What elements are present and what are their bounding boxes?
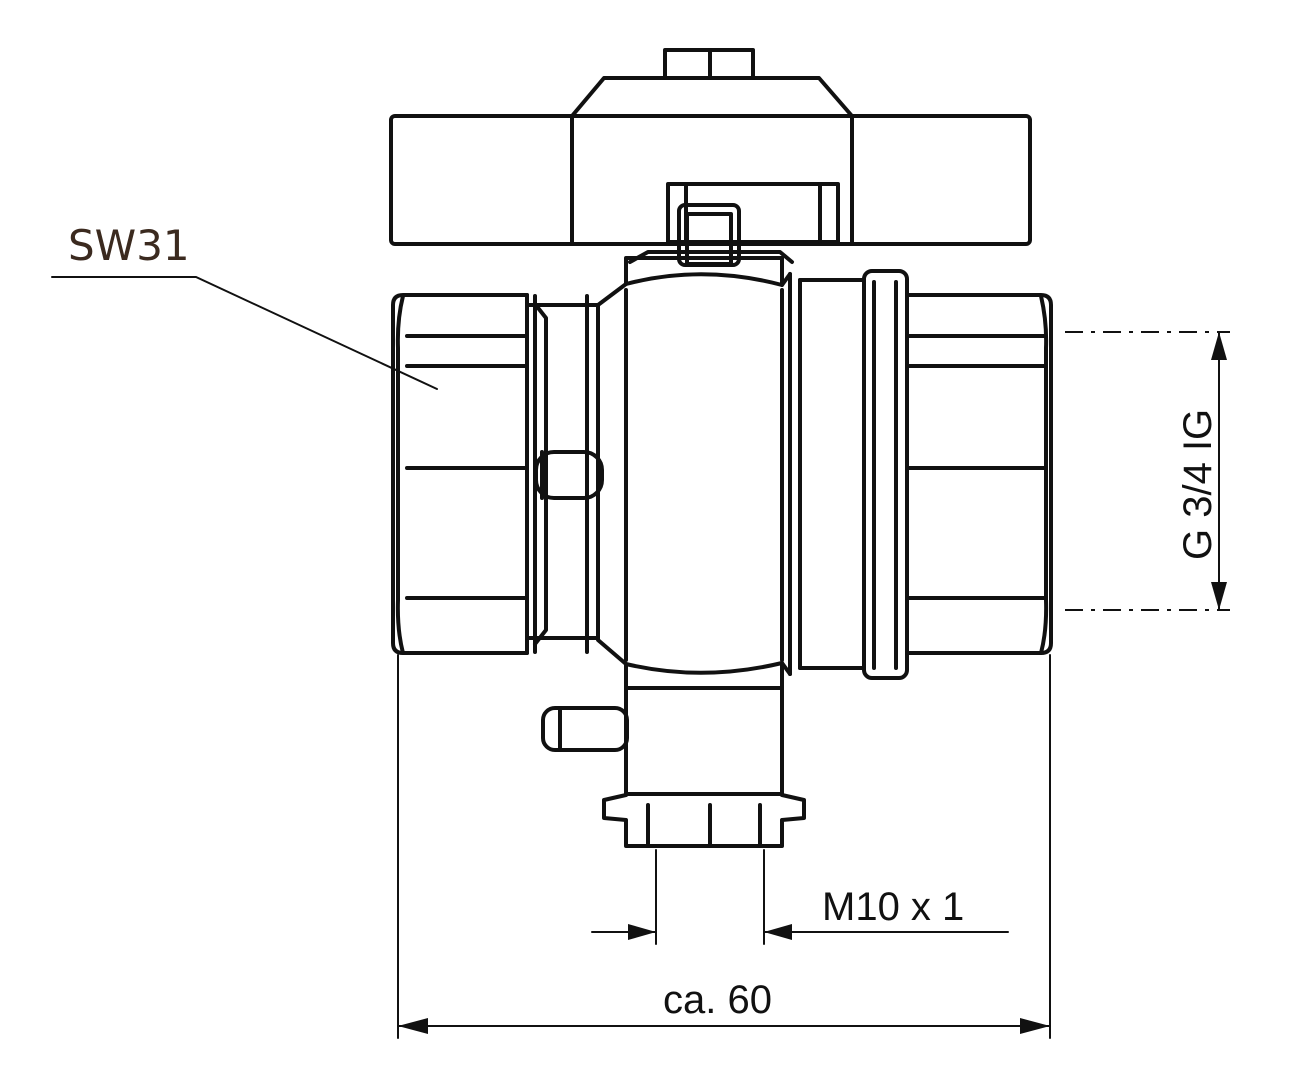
length-label: ca. 60: [663, 978, 772, 1022]
sw-label: SW31: [68, 221, 190, 270]
bottom-thread-label: M10 x 1: [822, 885, 964, 929]
valve-handle: [389, 48, 1032, 267]
valve-body: [391, 256, 1053, 848]
thread-label: G 3/4 IG: [1176, 409, 1220, 560]
bottom-thread-dimension: M10 x 1: [591, 849, 1009, 945]
sw-callout: SW31: [51, 221, 438, 390]
thread-dimension: G 3/4 IG: [1065, 331, 1230, 611]
overall-length-dimension: ca. 60: [397, 654, 1051, 1039]
